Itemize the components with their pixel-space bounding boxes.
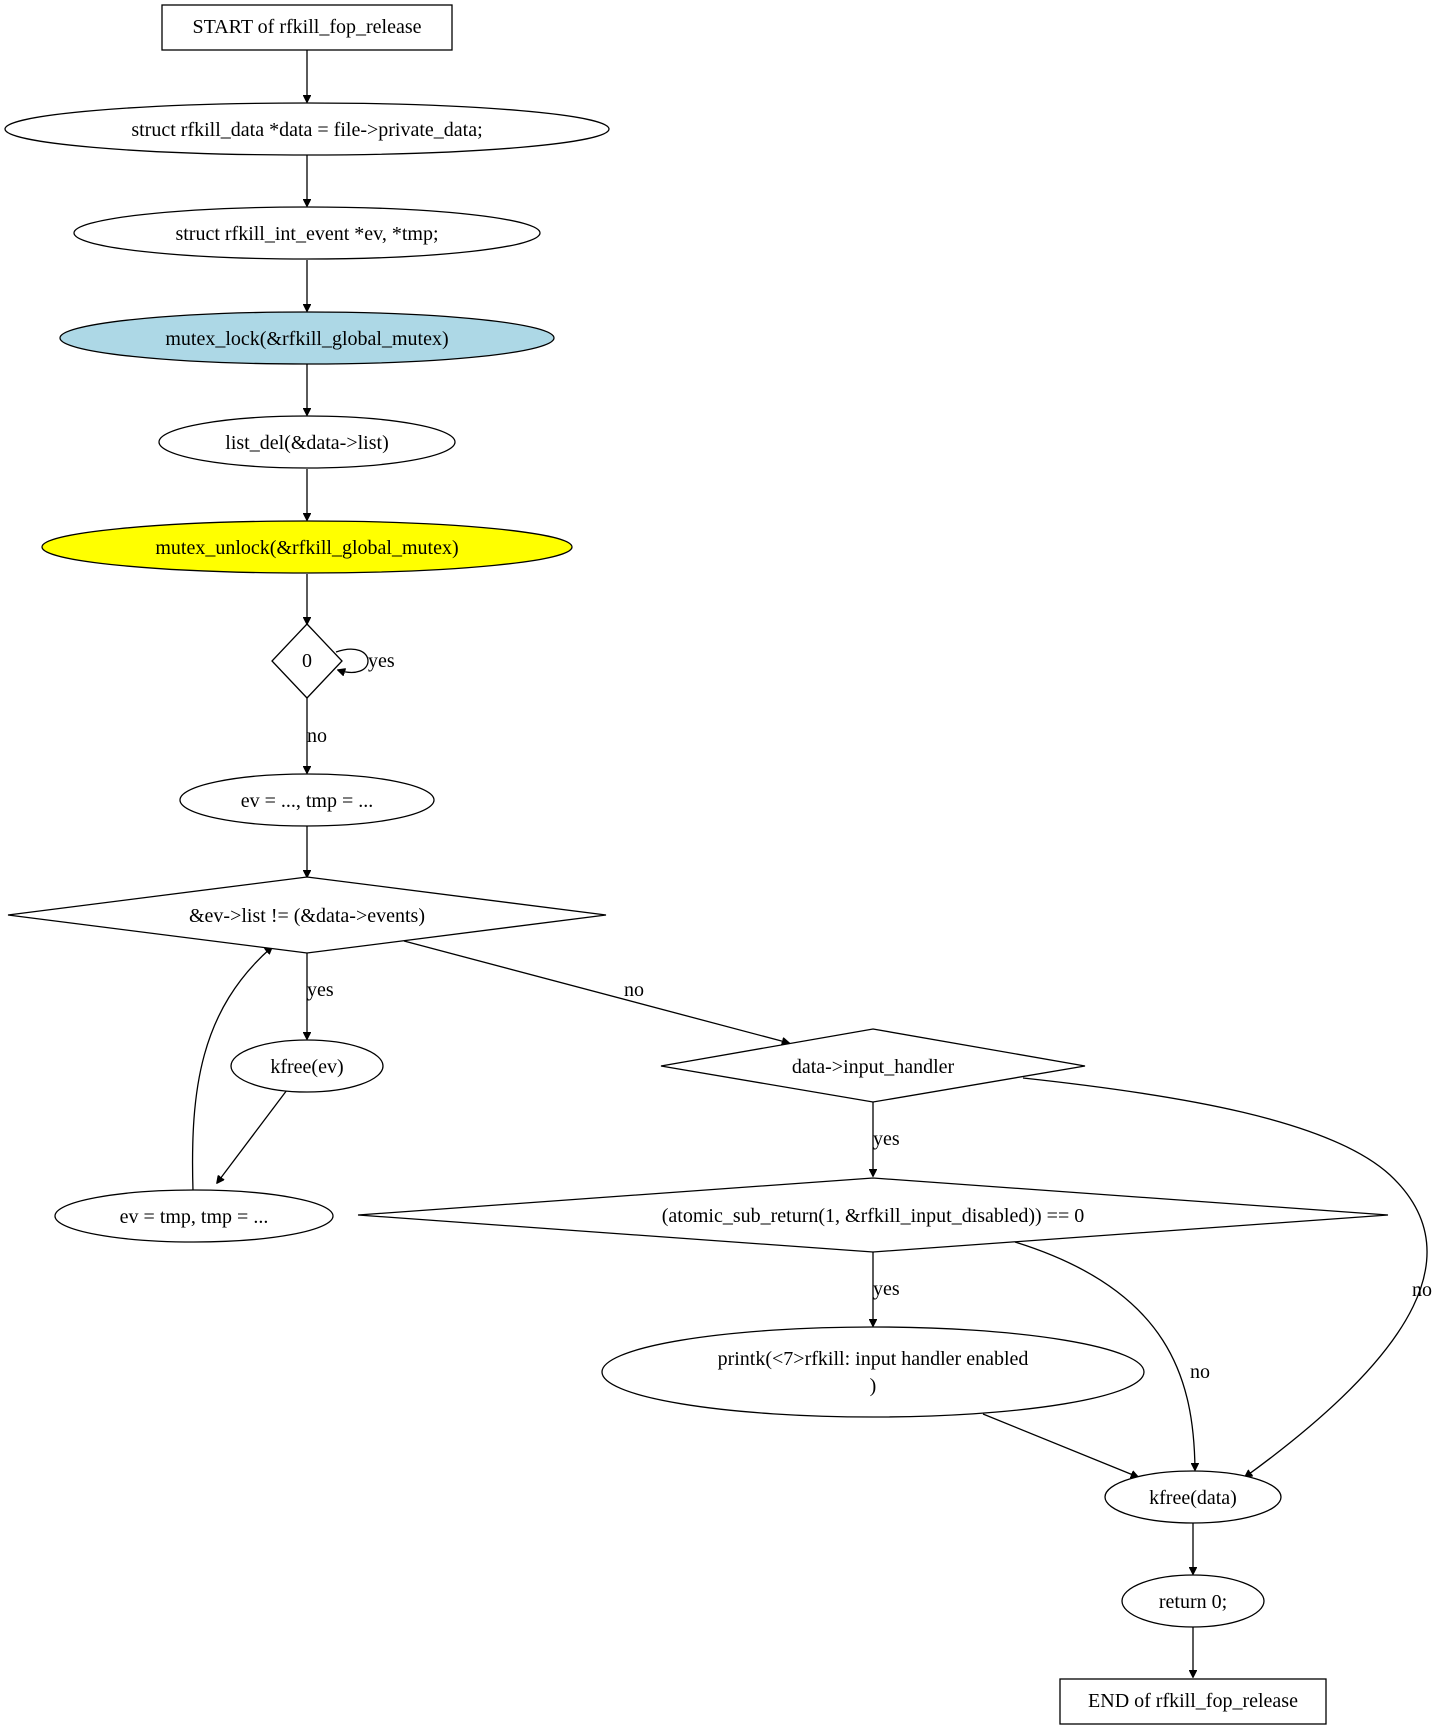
edge-labels: yes no yes no yes yes no no: [307, 650, 1432, 1383]
node-cond-zero-label: 0: [302, 650, 312, 672]
edge-cond-zero-self-loop: [335, 648, 369, 672]
node-list-del-label: list_del(&data->list): [225, 432, 388, 454]
edge-kfree-ev-to-ev-next: [217, 1089, 288, 1183]
node-loop-cond-label: &ev->list != (&data->events): [189, 905, 425, 927]
node-input-handler: data->input_handler: [660, 1028, 1086, 1103]
node-printk-label-line2: ): [870, 1375, 877, 1397]
node-loop-cond: &ev->list != (&data->events): [7, 876, 607, 954]
edge-label-handler-yes: yes: [873, 1128, 900, 1150]
node-return: return 0;: [1121, 1574, 1265, 1628]
node-list-del: list_del(&data->list): [158, 415, 456, 469]
node-kfree-data-label: kfree(data): [1149, 1487, 1237, 1509]
node-start: START of rfkill_fop_release: [161, 4, 453, 51]
node-printk-label-line1: printk(<7>rfkill: input handler enabled: [718, 1348, 1029, 1370]
edge-label-loop-yes: yes: [307, 979, 334, 1001]
node-start-label: START of rfkill_fop_release: [193, 16, 422, 38]
edge-ev-next-to-loop-cond: [191, 947, 272, 1192]
edge-printk-to-kfree-data: [982, 1413, 1138, 1477]
edge-input-handler-to-kfree-data: [1022, 1077, 1428, 1477]
node-mutex-unlock-label: mutex_unlock(&rfkill_global_mutex): [155, 537, 458, 559]
node-printk: printk(<7>rfkill: input handler enabled …: [601, 1326, 1145, 1418]
edge-label-atomic-no: no: [1190, 1361, 1210, 1383]
node-ev-decl: struct rfkill_int_event *ev, *tmp;: [73, 206, 541, 260]
node-ev-next: ev = tmp, tmp = ...: [54, 1189, 334, 1243]
edge-label-loop-no: no: [624, 979, 644, 1001]
edge-label-zero-yes: yes: [368, 650, 395, 672]
node-atomic-cond: (atomic_sub_return(1, &rfkill_input_disa…: [357, 1177, 1389, 1253]
node-mutex-lock-label: mutex_lock(&rfkill_global_mutex): [165, 328, 448, 350]
node-input-handler-label: data->input_handler: [792, 1056, 955, 1078]
edge-label-handler-no: no: [1412, 1279, 1432, 1301]
node-mutex-unlock: mutex_unlock(&rfkill_global_mutex): [41, 520, 573, 574]
edge-loop-cond-to-input-handler: [403, 940, 789, 1043]
node-data-decl-label: struct rfkill_data *data = file->private…: [131, 119, 482, 141]
node-ev-init: ev = ..., tmp = ...: [179, 773, 435, 827]
node-ev-next-label: ev = tmp, tmp = ...: [120, 1206, 269, 1228]
edge-label-atomic-yes: yes: [873, 1278, 900, 1300]
node-mutex-lock: mutex_lock(&rfkill_global_mutex): [59, 311, 555, 365]
node-cond-zero: 0: [271, 623, 343, 699]
node-return-label: return 0;: [1159, 1591, 1227, 1613]
node-kfree-data: kfree(data): [1104, 1470, 1282, 1524]
node-kfree-ev-label: kfree(ev): [270, 1056, 343, 1078]
node-kfree-ev: kfree(ev): [230, 1039, 384, 1093]
node-end: END of rfkill_fop_release: [1059, 1678, 1327, 1725]
node-atomic-cond-label: (atomic_sub_return(1, &rfkill_input_disa…: [662, 1205, 1084, 1227]
node-ev-init-label: ev = ..., tmp = ...: [241, 790, 374, 812]
edges: [191, 50, 1428, 1677]
edge-label-zero-no: no: [307, 725, 327, 747]
node-ev-decl-label: struct rfkill_int_event *ev, *tmp;: [175, 223, 438, 245]
node-data-decl: struct rfkill_data *data = file->private…: [4, 102, 610, 156]
edge-atomic-cond-to-kfree-data: [1014, 1241, 1195, 1470]
node-end-label: END of rfkill_fop_release: [1088, 1690, 1298, 1712]
